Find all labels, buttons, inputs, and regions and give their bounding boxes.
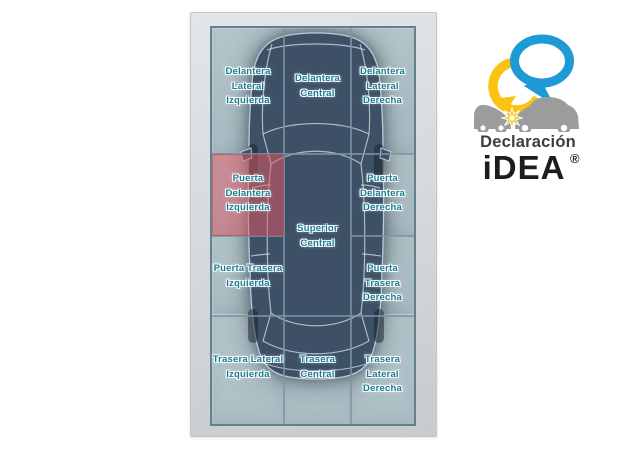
zone-cell-trasera-lateral-derecha[interactable] <box>351 314 414 424</box>
zone-cell-puerta-trasera-derecha[interactable] <box>351 236 414 314</box>
idea-logo: Declaración iDEA ® <box>468 28 588 198</box>
zone-cell-puerta-delantera-derecha[interactable] <box>351 154 414 236</box>
zone-cell-delantera-central[interactable] <box>284 28 351 154</box>
zone-cell-trasera-lateral-izquierda[interactable] <box>212 314 284 424</box>
starburst-icon <box>500 106 524 130</box>
vehicle-damage-map-panel: Delantera Lateral Izquierda Delantera Ce… <box>190 12 437 437</box>
zone-cell-superior-central[interactable] <box>284 154 351 314</box>
damage-zone-grid: Delantera Lateral Izquierda Delantera Ce… <box>210 26 416 426</box>
idea-logo-graphic <box>474 34 579 132</box>
zone-cell-puerta-delantera-izquierda[interactable] <box>212 154 284 236</box>
zone-cell-delantera-lateral-derecha[interactable] <box>351 28 414 154</box>
crash-cars-icon <box>474 97 579 132</box>
logo-wordmark-declaracion: Declaración <box>480 133 576 151</box>
registered-trademark-icon: ® <box>570 151 580 166</box>
speech-bubble-blue-icon <box>510 34 574 105</box>
zone-cell-delantera-lateral-izquierda[interactable] <box>212 28 284 154</box>
zone-cell-puerta-trasera-izquierda[interactable] <box>212 236 284 314</box>
zone-cell-trasera-central[interactable] <box>284 314 351 424</box>
logo-wordmark-idea: iDEA <box>482 149 566 186</box>
